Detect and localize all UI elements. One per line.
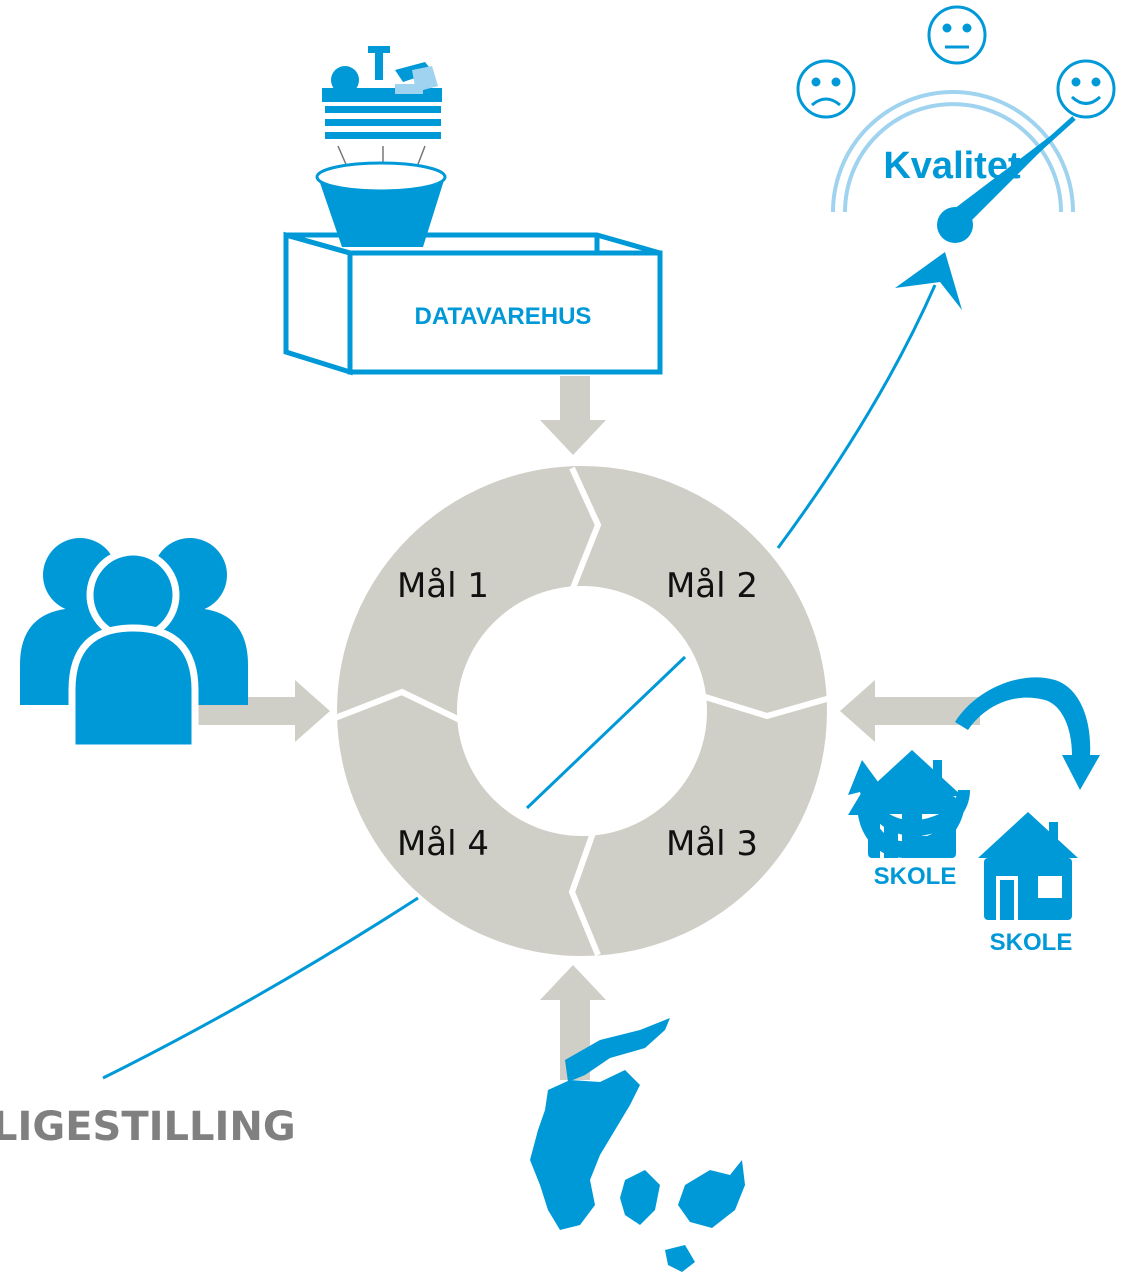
equality-connector-line	[102, 896, 419, 1080]
arrow-down-from-warehouse	[540, 376, 606, 455]
funnel-icon	[315, 161, 447, 247]
ring-divider-right	[701, 693, 831, 720]
ring-divider-top	[569, 466, 602, 590]
goal-1-label: Mål 1	[397, 566, 489, 606]
arrow-right-from-people	[195, 680, 330, 742]
school-label-1: SKOLE	[874, 863, 957, 890]
goal-ring: Mål 1 Mål 2 Mål 3 Mål 4	[333, 466, 831, 957]
ring-shape	[337, 466, 827, 956]
gauge-needle	[937, 116, 1076, 243]
goal-2-label: Mål 2	[666, 566, 758, 606]
school-label-2: SKOLE	[990, 929, 1073, 956]
arrow-left-from-schools	[840, 680, 980, 742]
goal-4-label: Mål 4	[397, 824, 489, 864]
data-sources-icon	[322, 46, 442, 186]
box-icon	[283, 231, 663, 376]
smiley-sad-icon	[796, 59, 856, 119]
denmark-map-icon	[530, 1018, 745, 1272]
quality-connector-line	[776, 284, 937, 549]
ring-divider-left	[333, 688, 464, 724]
gauge-icon	[831, 90, 1075, 213]
cycle-arrow-icon	[848, 760, 970, 837]
center-diagonal-line	[525, 655, 687, 810]
cycle-arrow-icon	[848, 677, 1100, 858]
smiley-neutral-icon	[927, 5, 987, 65]
datawarehouse-label: DATAVAREHUS	[415, 303, 592, 330]
smiley-happy-icon	[1056, 59, 1116, 119]
goal-3-label: Mål 3	[666, 824, 758, 864]
equality-label: LIGESTILLING	[0, 1104, 296, 1150]
quality-arrowhead	[895, 252, 962, 310]
ring-divider-bottom	[568, 828, 601, 957]
house-icon	[978, 812, 1078, 920]
people-icon	[20, 538, 248, 752]
